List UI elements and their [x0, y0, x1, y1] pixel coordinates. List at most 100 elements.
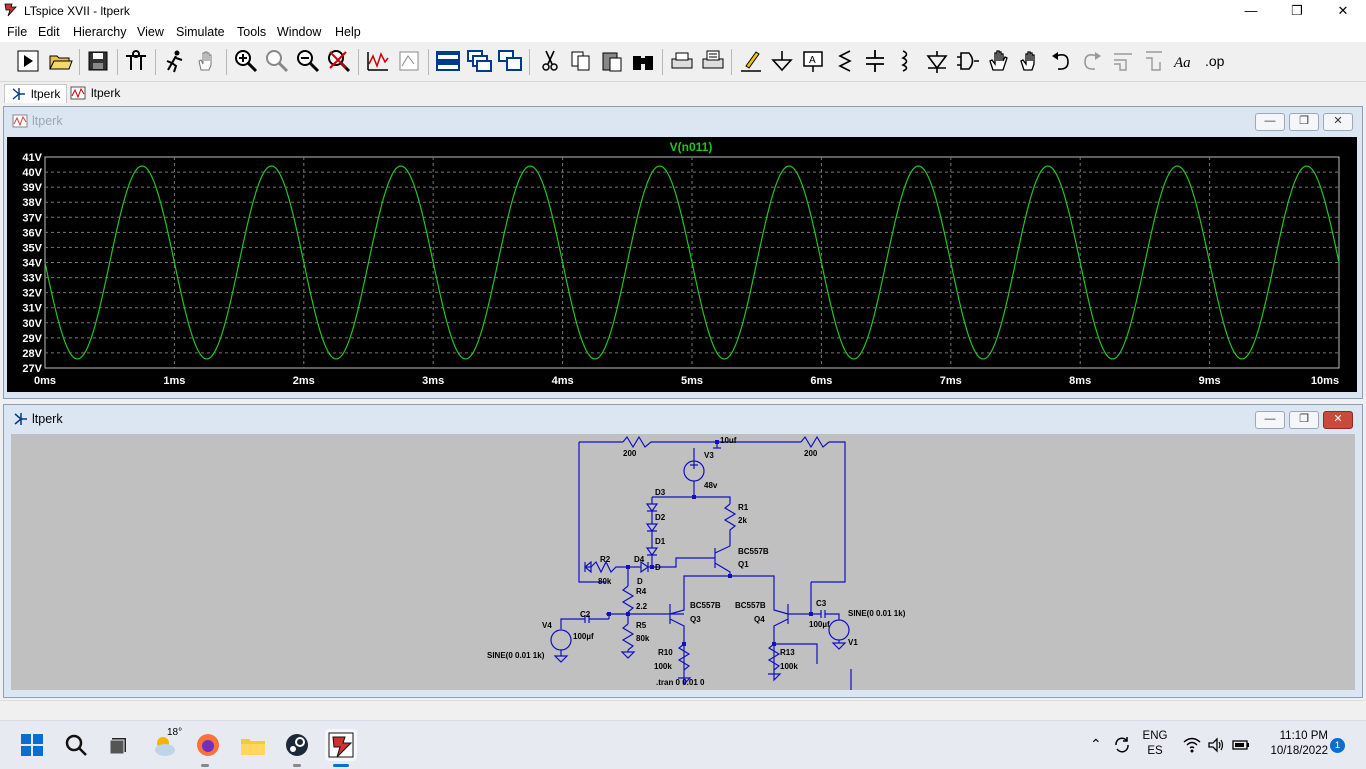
zoom-fit-button[interactable] — [326, 48, 352, 74]
spice-directive-button[interactable]: .op — [1203, 48, 1229, 74]
find-button[interactable] — [630, 48, 656, 74]
zoom-in-button[interactable] — [233, 48, 259, 74]
close-button[interactable]: ✕ — [1320, 0, 1366, 22]
pan-button[interactable] — [194, 48, 220, 74]
undo-icon — [1052, 52, 1069, 70]
autorange-button[interactable] — [365, 48, 391, 74]
tile-vertical-button[interactable] — [497, 48, 523, 74]
language-indicator[interactable]: ENG ES — [1140, 730, 1170, 757]
move-button[interactable] — [986, 48, 1012, 74]
battery-icon[interactable] — [1231, 736, 1251, 754]
tile-horizontal-button[interactable] — [435, 48, 461, 74]
paste-button[interactable] — [599, 48, 625, 74]
search-icon — [65, 734, 87, 756]
run-button[interactable] — [15, 48, 41, 74]
q3-model: BC557B — [690, 601, 721, 610]
schematic-canvas[interactable]: 200 200 10uf V3 48v D3 D2 D1 D4 D D R1 2… — [11, 434, 1355, 690]
print-button[interactable] — [669, 48, 695, 74]
volume-icon[interactable] — [1207, 736, 1225, 754]
schematic-minimize-button[interactable]: — — [1255, 411, 1285, 429]
x-tick-label: 10ms — [1311, 375, 1339, 387]
firefox-button[interactable] — [192, 729, 224, 761]
resistor-button[interactable] — [832, 48, 858, 74]
notification-badge[interactable]: 1 — [1330, 738, 1345, 753]
spice-directive[interactable]: .tran 0 0.01 0 — [656, 678, 705, 687]
wifi-icon[interactable] — [1183, 736, 1201, 754]
trace-label[interactable]: V(n011) — [670, 140, 713, 154]
save-button[interactable] — [85, 48, 111, 74]
cut-button[interactable] — [537, 48, 563, 74]
ground-button[interactable] — [769, 48, 795, 74]
cascade-button[interactable] — [466, 48, 492, 74]
plot-window-title: ltperk — [32, 114, 63, 128]
inductor-button[interactable] — [893, 48, 919, 74]
tab-schematic[interactable]: ltperk — [4, 84, 68, 103]
tab-waveform[interactable]: ltperk — [65, 84, 126, 102]
tile-horizontal-icon — [436, 51, 460, 71]
component-icon — [957, 52, 979, 70]
steam-button[interactable] — [281, 729, 313, 761]
y-tick-label: 37V — [22, 212, 42, 224]
menu-hierarchy[interactable]: Hierarchy — [73, 25, 127, 39]
y-tick-label: 36V — [22, 227, 42, 239]
schematic-icon — [12, 88, 25, 100]
copy-button[interactable] — [568, 48, 594, 74]
search-button[interactable] — [60, 729, 92, 761]
transistor-q4 — [773, 604, 789, 644]
resistor-icon — [838, 50, 852, 72]
menu-edit[interactable]: Edit — [38, 25, 60, 39]
rotate-button[interactable] — [1110, 48, 1136, 74]
plot-minimize-button[interactable]: — — [1255, 113, 1285, 131]
ltspice-taskbar-button[interactable] — [325, 729, 357, 761]
r1-value: 2k — [738, 516, 747, 525]
capacitor-button[interactable] — [862, 48, 888, 74]
bode-button[interactable] — [396, 48, 422, 74]
tray-overflow-button[interactable]: ⌃ — [1090, 736, 1102, 753]
component-button[interactable] — [955, 48, 981, 74]
menu-tools[interactable]: Tools — [237, 25, 267, 39]
print-setup-button[interactable] — [700, 48, 726, 74]
spice-directive-icon: .op — [1205, 53, 1225, 69]
minimize-button[interactable]: — — [1228, 0, 1274, 22]
menu-simulate[interactable]: Simulate — [176, 25, 225, 39]
redo-button[interactable] — [1079, 48, 1105, 74]
sync-icon[interactable] — [1112, 735, 1132, 755]
open-button[interactable] — [47, 48, 73, 74]
weather-widget[interactable]: 18° — [149, 727, 182, 761]
label-net-button[interactable]: A — [800, 48, 826, 74]
undo-button[interactable] — [1048, 48, 1074, 74]
start-button[interactable] — [16, 729, 48, 761]
clock[interactable]: 11:10 PM 10/18/2022 — [1258, 730, 1328, 757]
x-tick-label: 0ms — [34, 375, 56, 387]
halt-button[interactable] — [162, 48, 188, 74]
resistor-r1 — [723, 503, 737, 546]
plot-close-button[interactable]: ✕ — [1323, 113, 1353, 131]
schematic-close-button[interactable]: ✕ — [1323, 411, 1353, 429]
file-explorer-button[interactable] — [237, 729, 269, 761]
maximize-button[interactable]: ❐ — [1274, 0, 1320, 22]
diode-button[interactable] — [924, 48, 950, 74]
active-app-indicator — [333, 764, 349, 767]
trace-v-n011[interactable] — [44, 165, 1340, 360]
q3-label: Q3 — [690, 615, 701, 624]
draw-wire-button[interactable] — [738, 48, 764, 74]
control-panel-button[interactable] — [123, 48, 149, 74]
mirror-button[interactable] — [1141, 48, 1167, 74]
schematic-restore-button[interactable]: ❐ — [1289, 411, 1319, 429]
task-view-button[interactable] — [103, 729, 135, 761]
chevron-up-icon: ⌃ — [1090, 736, 1102, 752]
menu-view[interactable]: View — [137, 25, 164, 39]
c2-value: 100µf — [573, 632, 594, 641]
menu-file[interactable]: File — [7, 25, 28, 39]
d3-label: D3 — [655, 488, 666, 497]
text-icon: Aa — [1173, 55, 1191, 71]
plot-restore-button[interactable]: ❐ — [1289, 113, 1319, 131]
zoom-back-button[interactable] — [264, 48, 290, 74]
resistor-top-right — [800, 435, 830, 449]
menu-help[interactable]: Help — [335, 25, 361, 39]
menu-window[interactable]: Window — [277, 25, 322, 39]
zoom-out-button[interactable] — [295, 48, 321, 74]
drag-button[interactable] — [1017, 48, 1043, 74]
text-button[interactable]: Aa — [1172, 48, 1198, 74]
